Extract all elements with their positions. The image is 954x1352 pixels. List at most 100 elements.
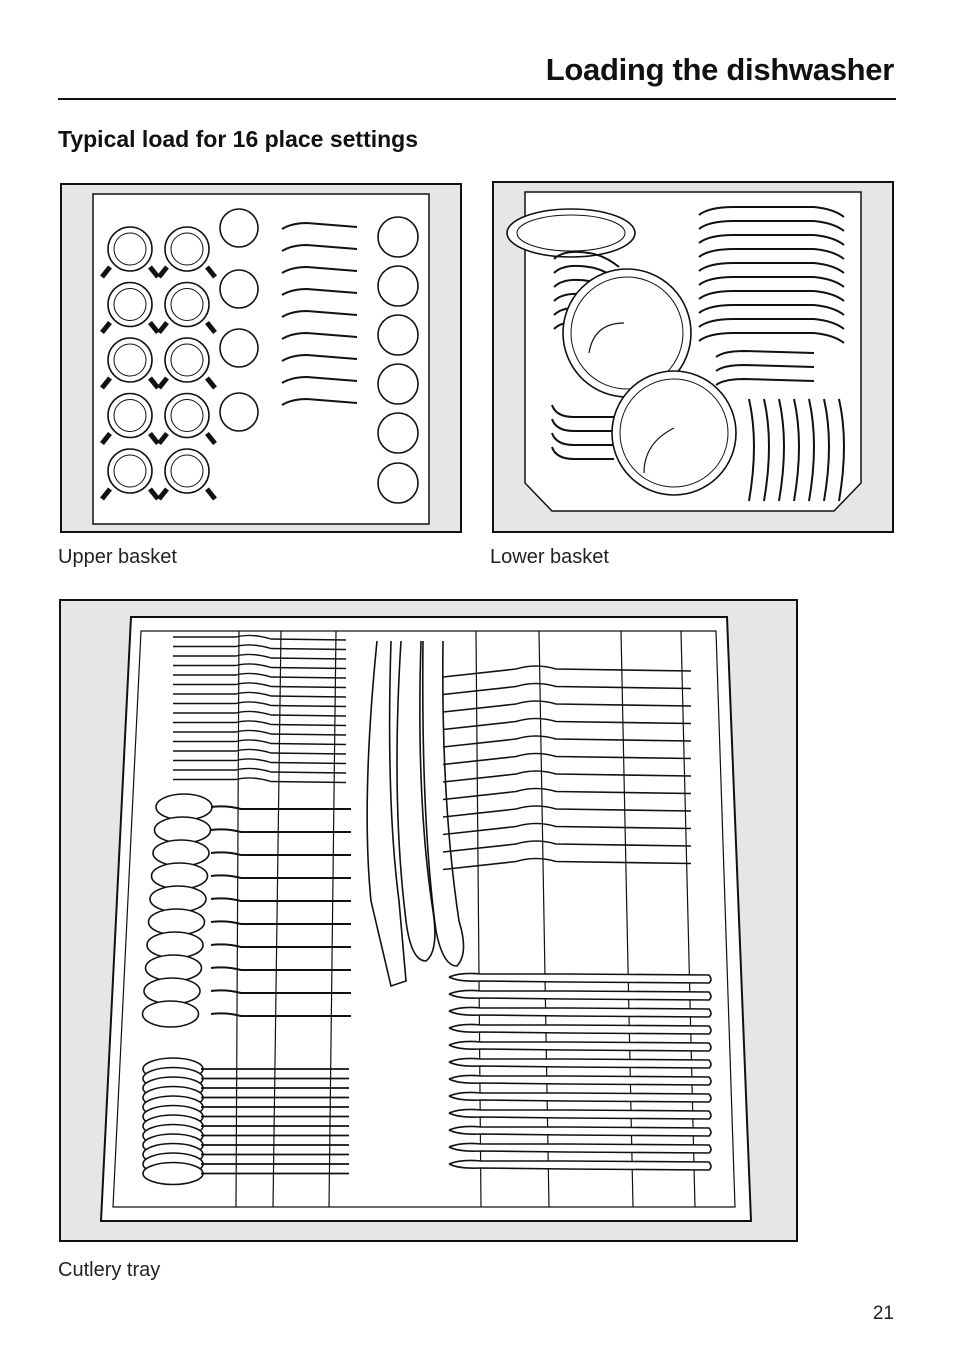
- fork: [173, 758, 347, 765]
- cup-handle: [205, 376, 217, 390]
- fork: [442, 735, 692, 748]
- fork: [173, 777, 347, 784]
- spoon-handle: [210, 828, 351, 833]
- knife: [448, 1125, 712, 1137]
- cup: [164, 226, 210, 272]
- fork: [173, 767, 347, 774]
- plate-edge: [553, 250, 620, 268]
- upper-basket-caption: Upper basket: [58, 546, 177, 568]
- fork: [173, 644, 347, 651]
- cup-handle: [148, 376, 160, 390]
- section-subtitle: Typical load for 16 place settings: [58, 126, 419, 152]
- plate-edge: [551, 446, 614, 460]
- tray-rail: [328, 630, 337, 1208]
- knife: [448, 1006, 712, 1018]
- cup-handle: [100, 320, 112, 335]
- dinner-plate: [698, 220, 845, 232]
- fork: [173, 682, 347, 689]
- knife: [448, 1142, 712, 1154]
- cup-handle: [148, 431, 160, 446]
- dinner-plate: [698, 290, 845, 302]
- dinner-plate: [698, 318, 845, 330]
- tray-rail: [272, 630, 282, 1208]
- cup: [107, 281, 153, 328]
- cup-rim: [113, 454, 147, 488]
- lower-basket-drawing: [506, 191, 862, 512]
- saucer: [219, 208, 259, 248]
- spoon-bowl: [146, 931, 204, 959]
- fork: [173, 710, 347, 717]
- bowl-rim: [570, 276, 684, 390]
- teaspoon-bowl: [142, 1161, 204, 1186]
- fork: [442, 682, 692, 696]
- glass: [377, 412, 419, 454]
- serving-fork: [366, 640, 407, 988]
- cup-handle: [205, 320, 217, 335]
- lower-basket-illustration: [492, 181, 894, 533]
- spoon-handle: [210, 920, 351, 925]
- cup-handle: [205, 487, 217, 501]
- cup-handle: [157, 487, 169, 501]
- fork: [173, 691, 347, 698]
- cup-handle: [205, 431, 217, 446]
- cup: [164, 392, 210, 439]
- bowl-highlight: [643, 427, 675, 474]
- spoon-handle: [210, 966, 351, 971]
- fork: [173, 748, 347, 755]
- upper-basket-illustration: [60, 183, 462, 533]
- fork: [442, 770, 692, 783]
- spoon-bowl: [155, 793, 213, 821]
- stacked-item: [281, 243, 358, 252]
- bowl: [611, 370, 737, 496]
- fork: [173, 672, 347, 679]
- serving-spoon: [396, 640, 436, 962]
- saucer: [219, 392, 259, 432]
- glass: [377, 363, 419, 405]
- cup: [107, 226, 153, 272]
- cup-rim: [170, 399, 204, 432]
- stacked-item: [281, 375, 358, 384]
- cup-rim: [113, 343, 147, 377]
- fork: [173, 663, 347, 670]
- dinner-plate: [698, 206, 845, 218]
- glass: [377, 265, 419, 307]
- stacked-item: [281, 331, 358, 340]
- tray-rail: [235, 630, 240, 1208]
- cup-rim: [113, 232, 147, 266]
- spoon-bowl: [141, 1000, 200, 1028]
- stacked-item: [281, 221, 358, 230]
- knife: [448, 1023, 712, 1035]
- spoon-handle: [210, 805, 351, 810]
- cup-handle: [100, 487, 112, 501]
- bowl-highlight: [588, 322, 625, 354]
- cup: [107, 448, 153, 494]
- fork: [442, 700, 692, 713]
- cup-rim: [170, 288, 204, 321]
- upright-plate: [838, 398, 845, 502]
- cup: [107, 337, 153, 383]
- fork: [173, 729, 347, 736]
- cutlery-tray-caption: Cutlery tray: [58, 1259, 161, 1281]
- dinner-plate: [698, 234, 845, 246]
- header-divider: [58, 98, 896, 100]
- upper-basket-drawing: [92, 193, 430, 525]
- cutlery-tray-illustration: [59, 599, 798, 1242]
- cup-rim: [113, 399, 147, 432]
- spoon-handle: [210, 1012, 351, 1017]
- upright-plate: [748, 398, 755, 502]
- upright-plate: [808, 398, 815, 502]
- cup: [164, 337, 210, 383]
- fork: [442, 717, 692, 731]
- cup: [107, 392, 153, 439]
- spoon-bowl: [152, 839, 210, 867]
- spoon-handle: [210, 874, 351, 879]
- fork: [442, 787, 692, 801]
- lower-basket-caption: Lower basket: [490, 546, 609, 568]
- knife: [448, 1057, 712, 1069]
- fork: [173, 653, 347, 660]
- dinner-plate: [698, 332, 845, 344]
- fork: [173, 701, 347, 708]
- plate-edge: [551, 418, 614, 432]
- cup: [164, 448, 210, 494]
- cup-handle: [148, 487, 160, 501]
